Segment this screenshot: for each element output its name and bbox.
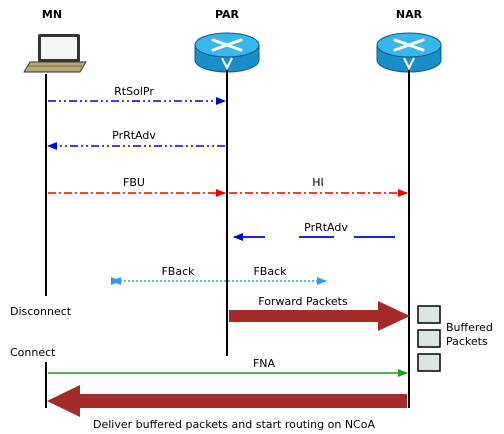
msg-prrtadv2-label: PrRtAdv bbox=[304, 221, 348, 234]
router-icon-nar bbox=[376, 32, 442, 73]
event-disconnect-label: Disconnect bbox=[10, 305, 72, 318]
msg-forward-packets-label: Forward Packets bbox=[258, 295, 348, 308]
msg-fbu-label: FBU bbox=[123, 176, 145, 189]
msg-fna-label: FNA bbox=[253, 357, 276, 370]
msg-rtsolpr-label: RtSolPr bbox=[114, 85, 154, 98]
router-icon-par bbox=[194, 32, 260, 73]
msg-forward-packets-arrow bbox=[229, 301, 410, 331]
msg-fback2-label: FBack bbox=[253, 265, 287, 278]
buffer-label-line2: Packets bbox=[446, 335, 488, 348]
msg-hi-label: HI bbox=[312, 176, 324, 189]
buffer-box-1 bbox=[417, 305, 441, 324]
msg-fback1-label: FBack bbox=[161, 265, 195, 278]
msg-fback-left-head bbox=[111, 277, 121, 285]
node-label-nar: NAR bbox=[396, 8, 423, 21]
buffer-box-3 bbox=[417, 353, 441, 372]
buffer-stack bbox=[417, 305, 441, 372]
buffer-box-2 bbox=[417, 329, 441, 348]
msg-deliver-label: Deliver buffered packets and start routi… bbox=[93, 418, 375, 431]
buffer-label-line1: Buffered bbox=[446, 321, 493, 334]
msg-prrtadv1-label: PrRtAdv bbox=[112, 129, 156, 142]
event-connect-label: Connect bbox=[10, 346, 56, 359]
node-label-par: PAR bbox=[215, 8, 240, 21]
laptop-icon bbox=[23, 34, 87, 73]
node-label-mn: MN bbox=[42, 8, 62, 21]
msg-deliver-arrow bbox=[47, 385, 407, 417]
